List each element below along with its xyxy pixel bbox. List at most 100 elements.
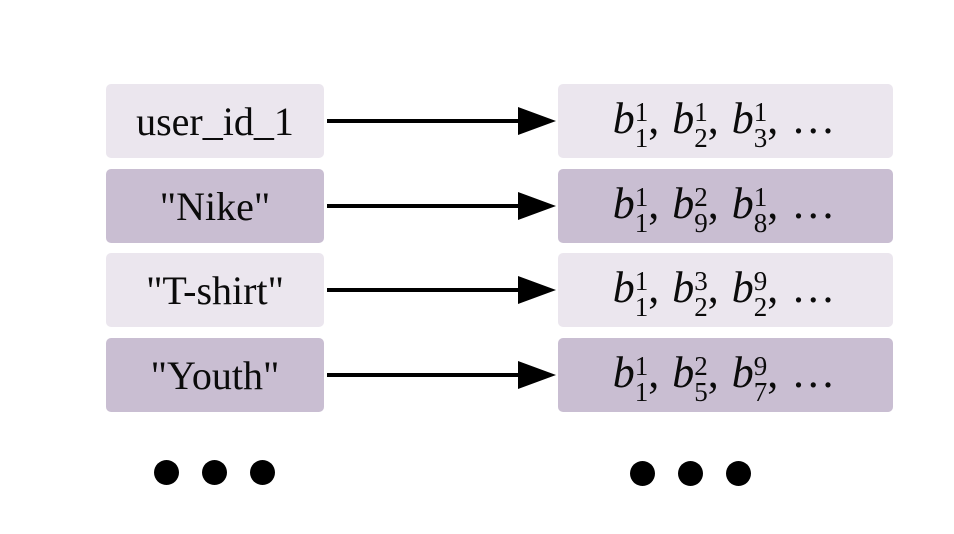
b-variable: b xyxy=(612,178,635,228)
superscript: 1 xyxy=(634,181,649,212)
comma-separator: , xyxy=(767,93,779,143)
key-box: "T-shirt" xyxy=(106,253,324,327)
subscript: 7 xyxy=(753,376,768,407)
dot xyxy=(250,460,275,485)
subscript: 2 xyxy=(694,291,708,322)
b-variable: b xyxy=(672,93,695,143)
ellipsis-text: … xyxy=(791,178,839,228)
superscript: 1 xyxy=(634,350,649,381)
key-label: "Youth" xyxy=(150,352,280,398)
dot xyxy=(154,460,179,485)
subscript: 3 xyxy=(753,122,768,153)
key-box: user_id_1 xyxy=(106,84,324,158)
b-variable: b xyxy=(672,262,695,312)
ellipsis-dots-left xyxy=(154,460,275,485)
dot xyxy=(630,461,655,486)
arrow-head xyxy=(518,192,556,220)
ellipsis-text: … xyxy=(791,93,839,143)
comma-separator: , xyxy=(648,262,660,312)
key-label: "T-shirt" xyxy=(146,267,284,313)
subscript: 9 xyxy=(694,207,708,238)
superscript: 1 xyxy=(634,265,649,296)
superscript: 1 xyxy=(753,96,768,127)
ellipsis-text: … xyxy=(791,262,839,312)
superscript: 1 xyxy=(694,96,708,127)
arrow-shaft xyxy=(327,119,520,123)
b-variable: b xyxy=(612,347,635,397)
superscript: 1 xyxy=(753,181,768,212)
dot xyxy=(726,461,751,486)
superscript: 3 xyxy=(694,265,708,296)
b-variable: b xyxy=(731,347,754,397)
comma-separator: , xyxy=(707,347,719,397)
comma-separator: , xyxy=(648,347,660,397)
superscript: 1 xyxy=(634,96,649,127)
subscript: 1 xyxy=(634,122,649,153)
key-label: "Nike" xyxy=(159,183,271,229)
b-variable: b xyxy=(672,178,695,228)
superscript: 2 xyxy=(694,181,708,212)
superscript: 9 xyxy=(753,265,768,296)
comma-separator: , xyxy=(707,262,719,312)
dot xyxy=(678,461,703,486)
arrow-shaft xyxy=(327,288,520,292)
subscript: 5 xyxy=(694,376,708,407)
subscript: 2 xyxy=(753,291,768,322)
b-variable: b xyxy=(731,178,754,228)
arrow-shaft xyxy=(327,204,520,208)
b-variable: b xyxy=(612,93,635,143)
key-box: "Nike" xyxy=(106,169,324,243)
maps-to-arrow-icon xyxy=(327,360,556,390)
arrow-head xyxy=(518,276,556,304)
key-box: "Youth" xyxy=(106,338,324,412)
subscript: 1 xyxy=(634,291,649,322)
subscript: 1 xyxy=(634,376,649,407)
dot xyxy=(202,460,227,485)
ellipsis-text: … xyxy=(791,347,839,397)
maps-to-arrow-icon xyxy=(327,106,556,136)
key-label: user_id_1 xyxy=(136,98,294,144)
b-variable: b xyxy=(731,93,754,143)
subscript: 2 xyxy=(694,122,708,153)
arrow-shaft xyxy=(327,373,520,377)
comma-separator: , xyxy=(767,178,779,228)
subscript: 1 xyxy=(634,207,649,238)
arrow-head xyxy=(518,107,556,135)
b-variable: b xyxy=(672,347,695,397)
b-variable: b xyxy=(612,262,635,312)
comma-separator: , xyxy=(767,347,779,397)
maps-to-arrow-icon xyxy=(327,275,556,305)
comma-separator: , xyxy=(648,178,660,228)
subscript: 8 xyxy=(753,207,768,238)
superscript: 9 xyxy=(753,350,768,381)
